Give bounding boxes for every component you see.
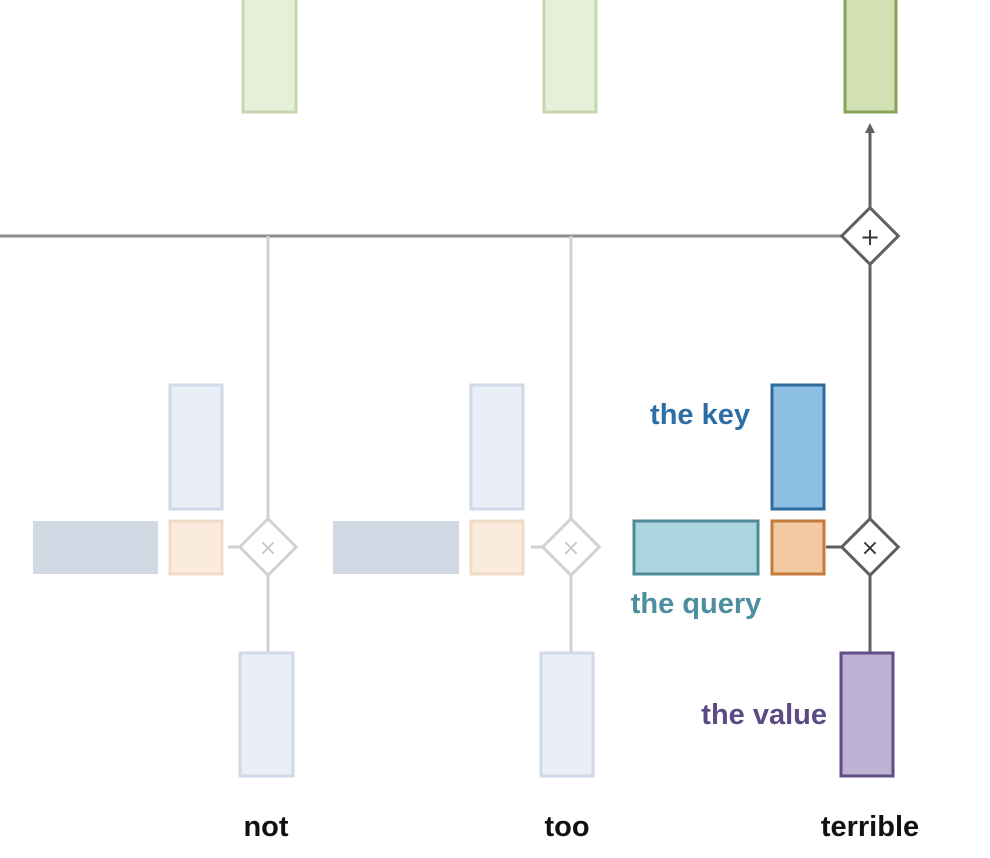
word-terrible: terrible (821, 811, 919, 843)
key-block-too (469, 383, 525, 511)
value-block-too (539, 651, 595, 778)
multiply-node-too (540, 516, 602, 578)
add-node (839, 205, 901, 267)
word-too: too (544, 811, 589, 843)
multiply-symbol-too: × (562, 536, 580, 561)
add-symbol: + (860, 223, 880, 251)
multiply-node-not (237, 516, 299, 578)
multiply-symbol-terrible: × (861, 536, 879, 561)
output-block-terrible (843, 0, 898, 114)
score-block-terrible (770, 519, 826, 576)
output-block-too (542, 0, 598, 114)
column-terrible: + × (632, 0, 901, 778)
column-too: × (333, 0, 602, 778)
key-label: the key (650, 399, 750, 431)
query-block-terrible (632, 519, 760, 576)
query-label: the query (631, 588, 762, 620)
output-block-not (241, 0, 298, 114)
value-label: the value (701, 699, 827, 731)
multiply-node-terrible (839, 516, 901, 578)
score-block-too (469, 519, 525, 576)
key-block-terrible (770, 383, 826, 511)
value-block-not (238, 651, 295, 778)
query-block-not (33, 521, 158, 574)
column-not: × (33, 0, 299, 778)
score-block-not (168, 519, 224, 576)
multiply-symbol-not: × (259, 536, 277, 561)
value-block-terrible (839, 651, 895, 778)
word-not: not (243, 811, 288, 843)
key-block-not (168, 383, 224, 511)
query-block-too (333, 521, 459, 574)
